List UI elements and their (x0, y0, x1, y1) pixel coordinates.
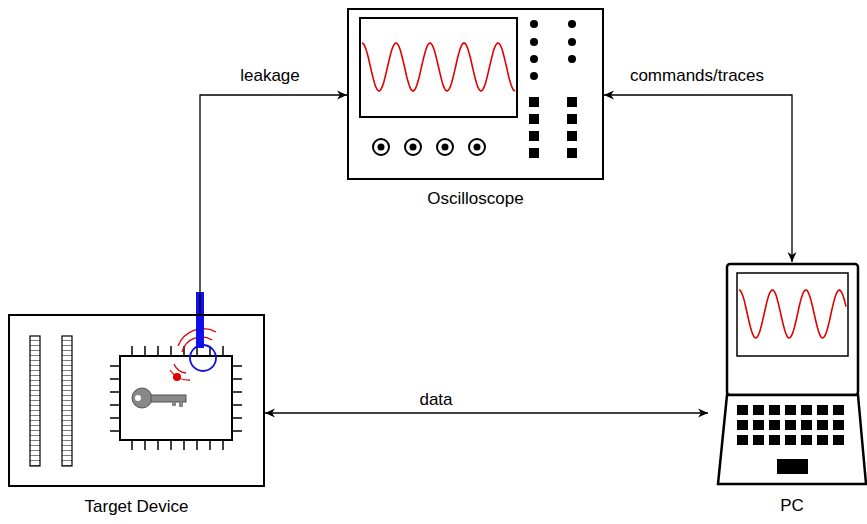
target-device-art (30, 292, 242, 466)
chip-pin (232, 365, 242, 367)
key (769, 420, 780, 430)
key (737, 405, 748, 415)
key (785, 435, 796, 445)
connector (200, 95, 347, 314)
chip-pin (170, 346, 172, 356)
chip-pin (131, 440, 133, 450)
chip-pin (157, 346, 159, 356)
connector (604, 95, 792, 262)
chip-pin (209, 440, 211, 450)
signal-wave (362, 43, 515, 91)
key (817, 435, 828, 445)
connector (265, 412, 708, 413)
chip-pin (232, 417, 242, 419)
key (785, 405, 796, 415)
key (769, 405, 780, 415)
key (737, 435, 748, 445)
key (801, 420, 812, 430)
key (753, 435, 764, 445)
chip-pin (131, 346, 133, 356)
chip-pin (232, 378, 242, 380)
chip-pin (110, 378, 120, 380)
chip-pin (196, 440, 198, 450)
chip-pin (157, 440, 159, 450)
pc: PC (718, 262, 866, 484)
chip-pin (232, 430, 242, 432)
oscilloscope: Oscilloscope (347, 8, 604, 180)
chip-pin (144, 346, 146, 356)
key (753, 405, 764, 415)
chip-pin (232, 404, 242, 406)
device-label: Target Device (85, 497, 189, 517)
key (833, 420, 844, 430)
device-label: PC (780, 496, 804, 516)
key (785, 420, 796, 430)
chip-pin (170, 440, 172, 450)
laptop-art (718, 264, 866, 484)
key (737, 420, 748, 430)
chip-pin (110, 404, 120, 406)
chip-pin (144, 440, 146, 450)
key (769, 435, 780, 445)
edge-label: leakage (237, 66, 303, 86)
key (817, 405, 828, 415)
chip-pin (232, 391, 242, 393)
chip-pin (110, 430, 120, 432)
target-device: Target Device (8, 314, 265, 487)
key (833, 435, 844, 445)
key-icon (132, 388, 186, 408)
oscilloscope-art (360, 18, 577, 158)
chip-pin (222, 346, 224, 356)
chip-pin (110, 417, 120, 419)
chip-pin (110, 391, 120, 393)
signal-wave (739, 290, 846, 338)
chip-pin (110, 365, 120, 367)
chip-pin (222, 440, 224, 450)
key (801, 435, 812, 445)
device-label: Oscilloscope (427, 189, 523, 209)
edge-label: commands/traces (627, 66, 767, 86)
key (801, 405, 812, 415)
chip-pin (183, 440, 185, 450)
key (817, 420, 828, 430)
key (753, 420, 764, 430)
edge-label: data (416, 390, 455, 410)
key (833, 405, 844, 415)
